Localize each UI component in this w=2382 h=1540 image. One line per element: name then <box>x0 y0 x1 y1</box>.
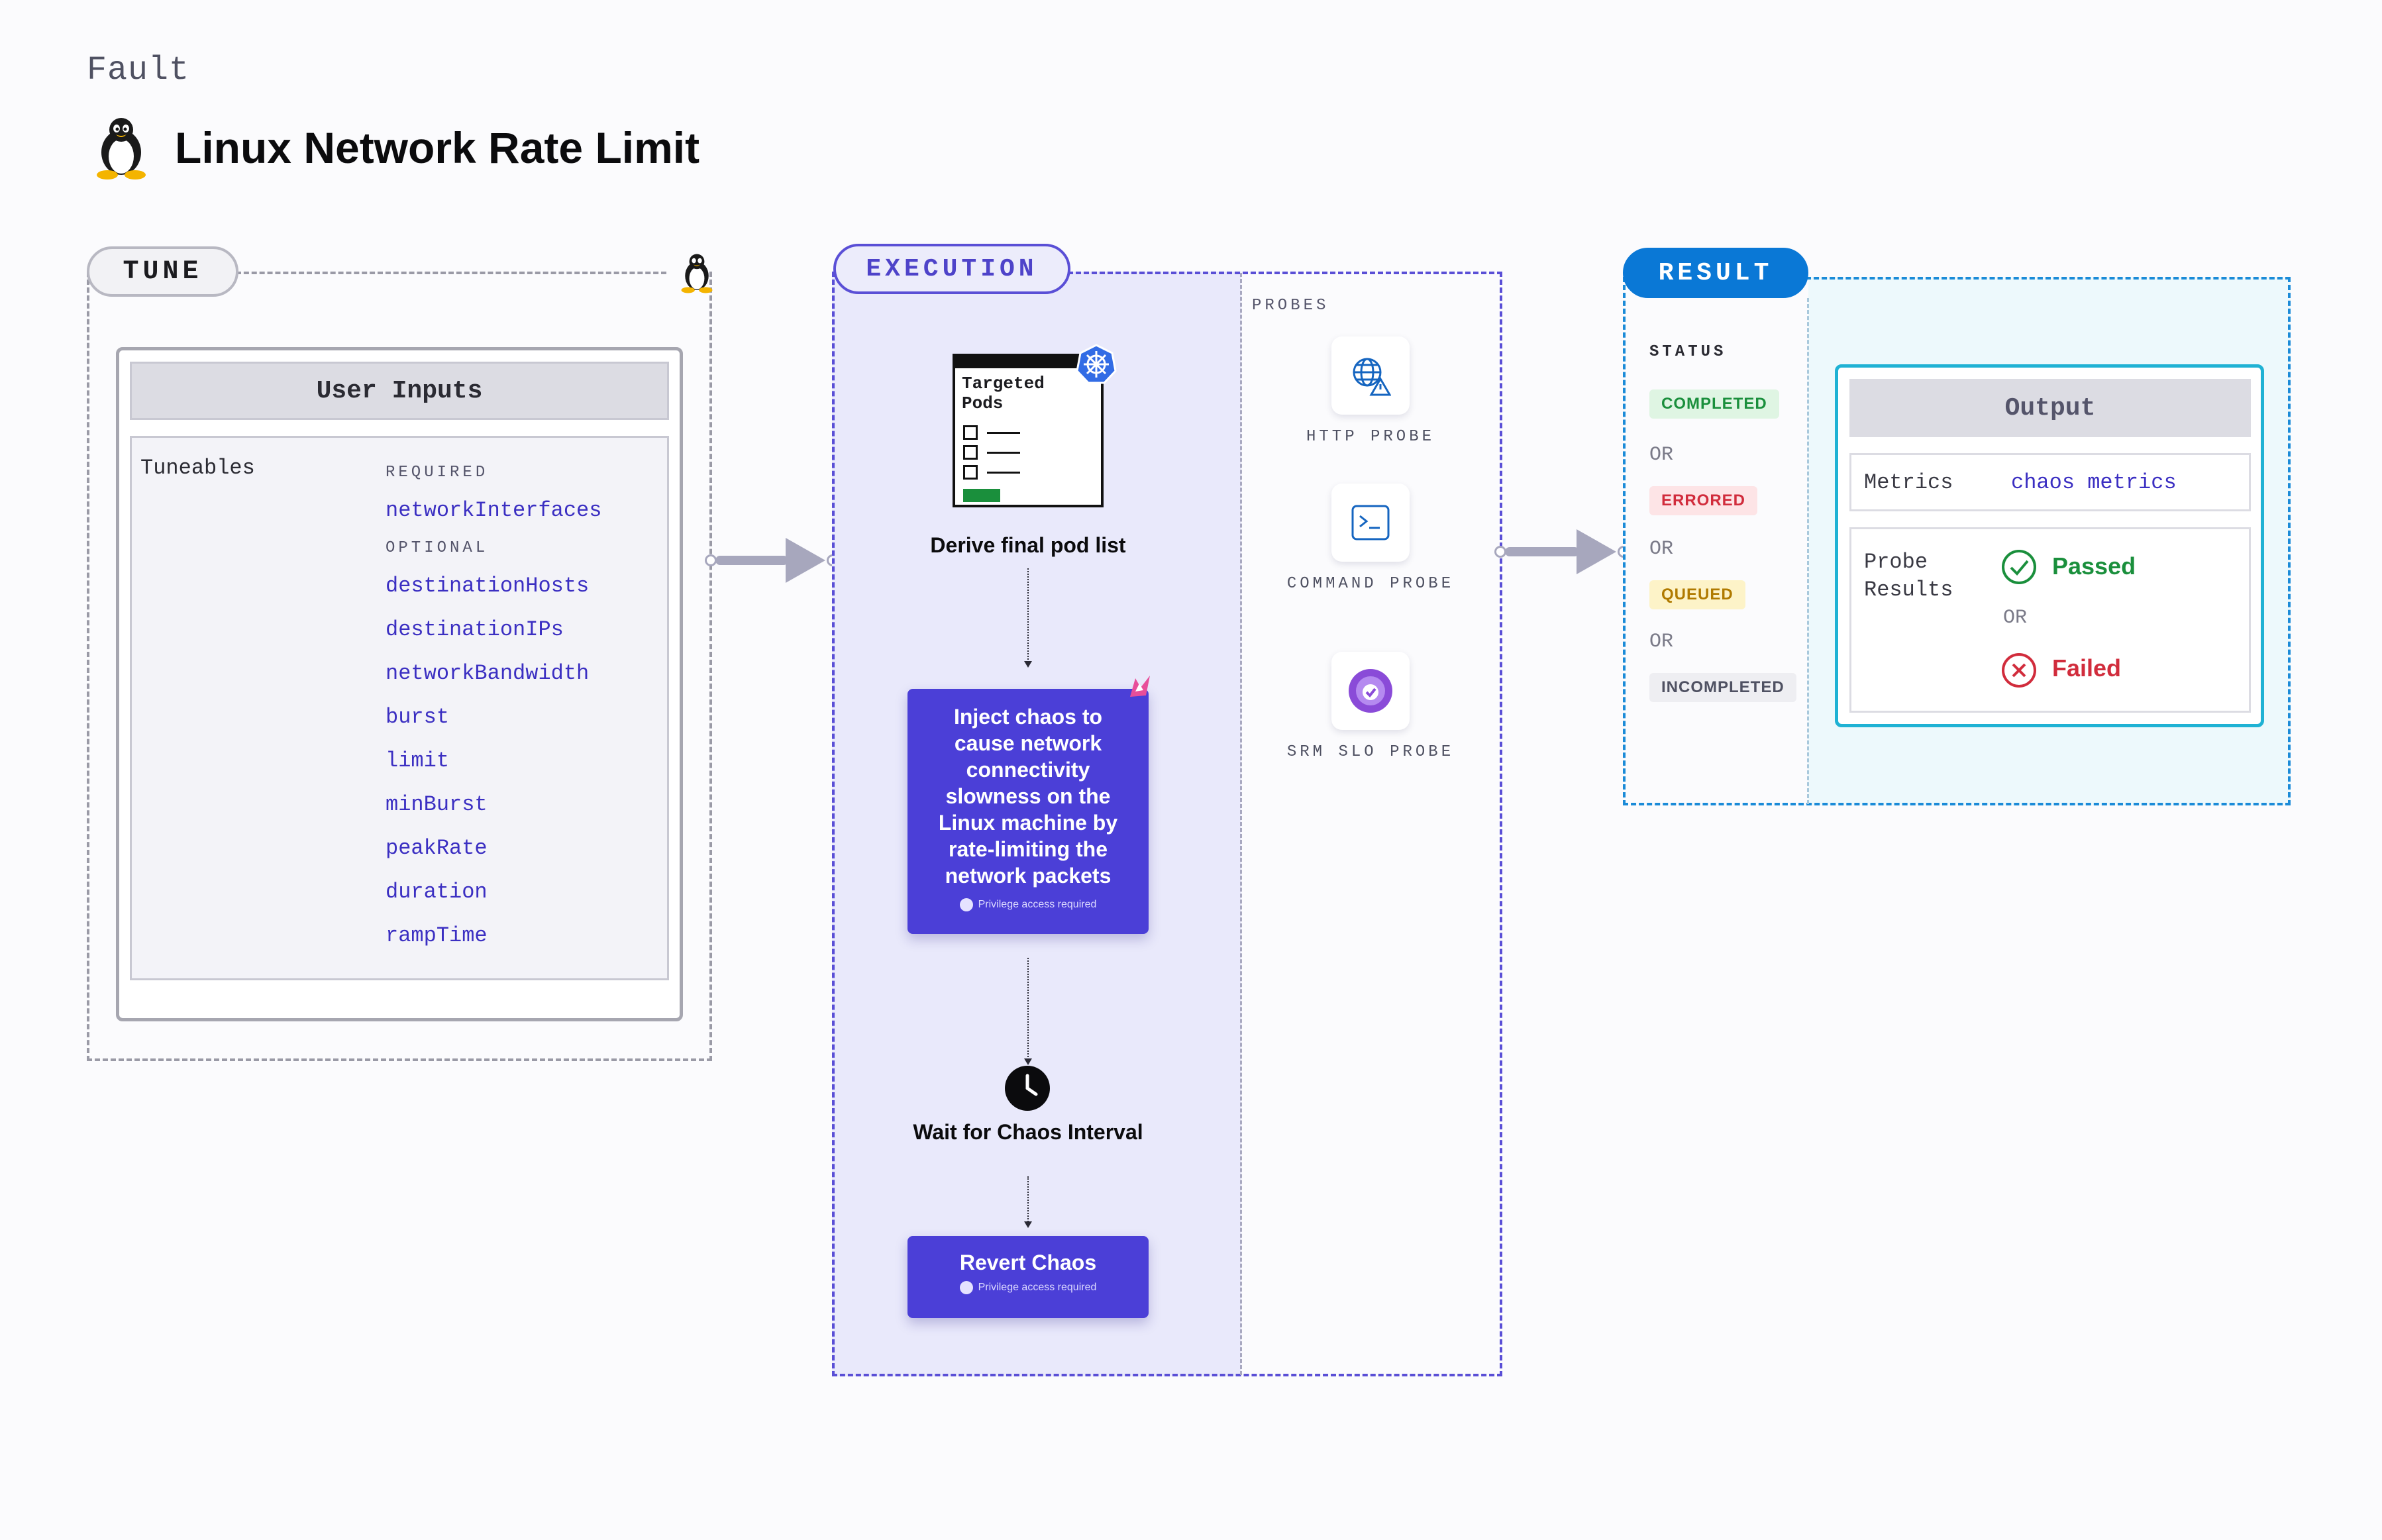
probes-label: PROBES <box>1252 297 1329 315</box>
output-title: Output <box>1849 379 2251 437</box>
http-probe-label: HTTP PROBE <box>1306 428 1435 446</box>
flow-connector <box>1027 568 1029 665</box>
flow-arrow-head <box>1024 661 1032 668</box>
targeted-pods-illustration: Targeted Pods <box>953 354 1104 507</box>
privilege-note: Privilege access required <box>922 898 1134 911</box>
inject-chaos-card: Inject chaos to cause network connectivi… <box>907 689 1149 934</box>
probe-results-label: Probe Results <box>1864 550 1953 602</box>
arrow-head <box>1577 529 1616 574</box>
privilege-note: Privilege access required <box>922 1281 1134 1294</box>
chaos-burst-icon <box>1130 676 1150 697</box>
http-probe-tile[interactable] <box>1331 336 1410 415</box>
revert-chaos-text: Revert Chaos <box>959 1251 1097 1274</box>
check-circle-icon <box>2002 550 2036 584</box>
status-label: STATUS <box>1649 343 1727 361</box>
arrow-head <box>786 538 825 583</box>
checklist <box>963 425 1020 502</box>
page-title: Linux Network Rate Limit <box>175 123 700 172</box>
flow-connector <box>1027 958 1029 1062</box>
metrics-row <box>1849 453 2251 511</box>
status-badge-errored: ERRORED <box>1649 486 1758 515</box>
tuneables-label: Tuneables <box>140 456 255 480</box>
status-badge-completed: COMPLETED <box>1649 389 1779 419</box>
srm-slo-probe-tile[interactable] <box>1331 652 1410 730</box>
result-border-top <box>1806 277 2291 280</box>
inject-chaos-text: Inject chaos to cause network connectivi… <box>938 705 1118 888</box>
required-label: REQUIRED <box>386 464 489 482</box>
execution-divider <box>1240 273 1242 1375</box>
targeted-pods-title: Targeted Pods <box>962 374 1045 413</box>
title-row: Linux Network Rate Limit <box>94 111 699 184</box>
param-destinationHosts: destinationHosts <box>386 574 590 598</box>
lock-icon <box>959 898 973 911</box>
tuneables-panel <box>130 436 669 980</box>
linux-penguin-icon <box>681 254 713 293</box>
privilege-text: Privilege access required <box>978 899 1097 910</box>
param-rampTime: rampTime <box>386 923 488 948</box>
tune-border-top <box>236 272 666 274</box>
terminal-icon <box>1351 505 1390 540</box>
flow-arrow-head <box>1024 1221 1032 1228</box>
command-probe-tile[interactable] <box>1331 484 1410 562</box>
param-limit: limit <box>386 748 450 773</box>
srm-slo-probe-label: SRM SLO PROBE <box>1286 743 1455 761</box>
clock-icon <box>1005 1066 1050 1111</box>
kubernetes-icon <box>1076 344 1117 384</box>
result-section <box>1623 277 2291 805</box>
param-duration: duration <box>386 880 488 904</box>
or-label: OR <box>1649 538 1674 560</box>
execution-section <box>832 272 1502 1376</box>
flow-arrow-head <box>1024 1058 1032 1065</box>
x-circle-icon <box>2002 653 2036 688</box>
revert-chaos-card: Revert Chaos Privilege access required <box>907 1236 1149 1318</box>
param-burst: burst <box>386 705 450 729</box>
result-status-area <box>1623 277 1808 805</box>
passed-label: Passed <box>2052 552 2136 580</box>
command-probe-label: COMMAND PROBE <box>1286 575 1455 593</box>
linux-penguin-icon <box>97 118 146 180</box>
optional-label: OPTIONAL <box>386 539 489 557</box>
execution-to-result-arrow <box>1505 547 1579 556</box>
wait-chaos-interval-label: Wait for Chaos Interval <box>913 1120 1143 1144</box>
probe-results-row <box>1849 527 2251 713</box>
tune-pill: TUNE <box>87 246 238 297</box>
or-label: OR <box>2003 607 2028 629</box>
or-label: OR <box>1649 631 1674 653</box>
failed-label: Failed <box>2052 654 2122 682</box>
result-pill: RESULT <box>1623 248 1808 298</box>
tune-to-execution-arrow <box>715 556 788 565</box>
param-minBurst: minBurst <box>386 792 488 817</box>
execution-border-top <box>1068 272 1502 274</box>
status-badge-queued: QUEUED <box>1649 580 1745 609</box>
chaos-metrics-link[interactable]: chaos metrics <box>2011 470 2177 495</box>
param-peakRate: peakRate <box>386 836 488 860</box>
param-networkBandwidth: networkBandwidth <box>386 661 590 686</box>
srm-slo-icon <box>1349 669 1392 713</box>
metrics-label: Metrics <box>1864 470 1953 495</box>
param-networkInterfaces: networkInterfaces <box>386 498 602 523</box>
derive-pod-list-label: Derive final pod list <box>930 533 1126 557</box>
user-inputs-title: User Inputs <box>130 362 669 420</box>
fault-label: Fault <box>87 52 190 89</box>
execution-pill: EXECUTION <box>833 244 1070 294</box>
globe-warning-icon <box>1353 358 1391 396</box>
lock-icon <box>959 1281 973 1294</box>
flow-connector <box>1027 1176 1029 1224</box>
tune-section <box>87 272 712 1061</box>
privilege-text: Privilege access required <box>978 1282 1097 1293</box>
or-label: OR <box>1649 444 1674 466</box>
result-divider <box>1807 298 1809 804</box>
param-destinationIPs: destinationIPs <box>386 617 564 642</box>
status-badge-incompleted: INCOMPLETED <box>1649 673 1796 702</box>
